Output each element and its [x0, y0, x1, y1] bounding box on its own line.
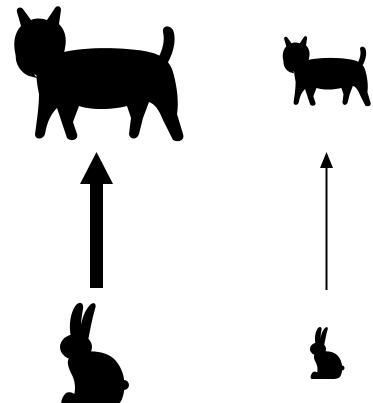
right-column: [283, 36, 371, 379]
lynx-icon: [14, 6, 183, 141]
thin-up-arrow: [320, 152, 333, 290]
rabbit-icon: [310, 327, 345, 379]
thick-up-arrow: [80, 152, 113, 288]
left-column: [14, 6, 183, 403]
lynx-icon: [283, 36, 371, 106]
rabbit-icon: [60, 303, 129, 403]
